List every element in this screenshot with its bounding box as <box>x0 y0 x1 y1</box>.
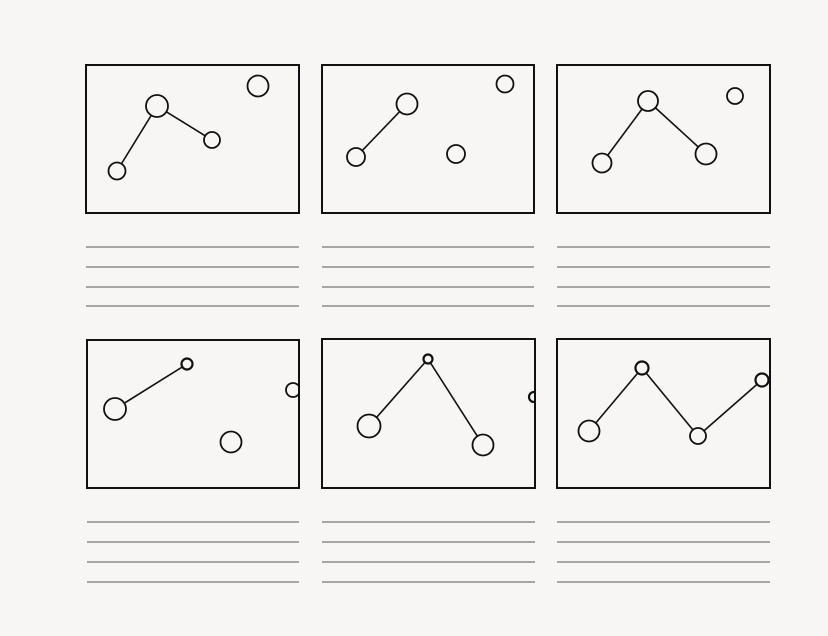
node-circle <box>637 90 659 112</box>
node-circle <box>103 397 127 421</box>
panel-frame <box>321 338 536 489</box>
connector-line <box>375 361 426 419</box>
node-circle <box>754 372 770 388</box>
node-circle <box>446 144 466 164</box>
node-circle <box>495 74 515 94</box>
connector-line <box>123 366 184 404</box>
caption-lines <box>557 521 770 583</box>
node-circle <box>527 390 535 404</box>
panel-4 <box>86 339 300 583</box>
connector-line <box>654 106 700 148</box>
panel-frame <box>556 64 771 214</box>
connector-line <box>120 114 153 165</box>
node-circle <box>203 131 221 149</box>
connector-line <box>165 110 206 137</box>
node-circle <box>180 357 194 371</box>
node-circle <box>689 427 707 445</box>
node-circle <box>346 147 366 167</box>
caption-lines <box>87 521 299 583</box>
panel-1 <box>85 64 300 307</box>
panel-frame <box>86 339 300 489</box>
panel-frame <box>321 64 535 214</box>
node-circle <box>285 382 299 398</box>
node-circle <box>726 87 744 105</box>
connector-line <box>645 372 694 431</box>
panel-5 <box>321 338 536 583</box>
caption-lines <box>86 246 299 307</box>
caption-lines <box>322 521 535 583</box>
connector-line <box>606 108 643 157</box>
node-circle <box>107 161 127 181</box>
panel-frame <box>556 338 771 489</box>
caption-lines <box>557 246 770 307</box>
connector-line <box>594 372 639 424</box>
caption-lines <box>322 246 534 307</box>
connector-line <box>429 361 479 437</box>
node-circle <box>246 74 270 98</box>
node-circle <box>591 152 613 174</box>
panel-6 <box>556 338 771 583</box>
connector-line <box>703 383 758 432</box>
node-circle <box>395 92 419 116</box>
node-circle <box>471 433 495 457</box>
node-circle <box>422 353 434 365</box>
node-circle <box>577 419 601 443</box>
panel-frame <box>85 64 300 214</box>
node-circle <box>694 142 718 166</box>
node-circle <box>356 413 382 439</box>
panel-2 <box>321 64 535 307</box>
node-circle <box>145 94 169 118</box>
node-circle <box>634 360 650 376</box>
panel-3 <box>556 64 771 307</box>
connector-line <box>361 110 401 152</box>
node-circle <box>219 430 243 454</box>
